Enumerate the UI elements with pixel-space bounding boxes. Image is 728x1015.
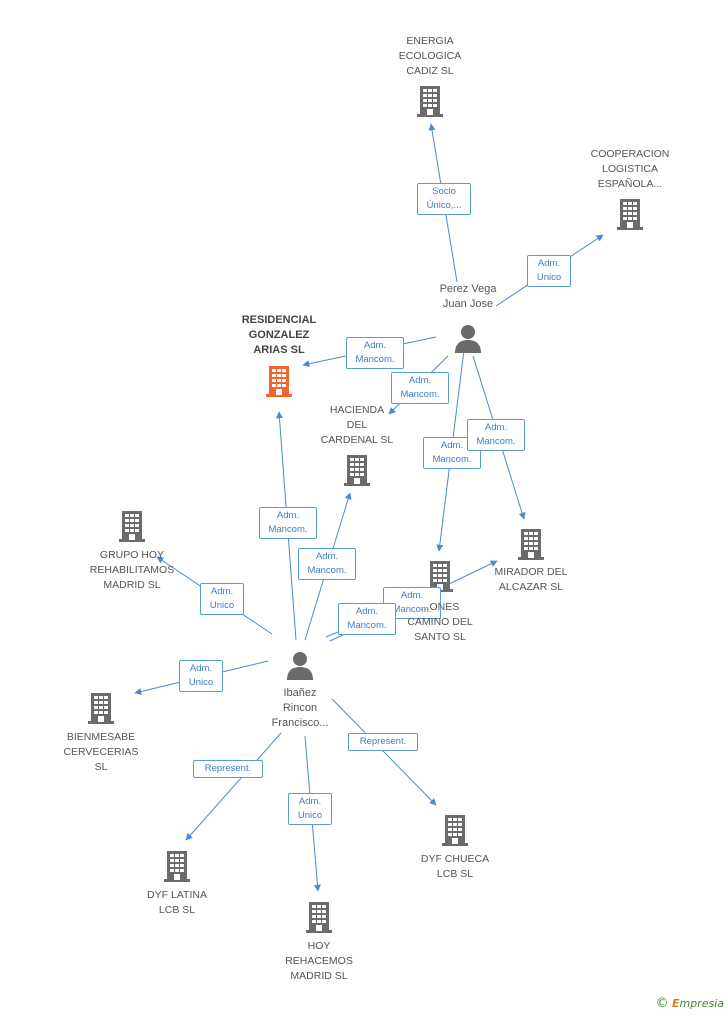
edge-label-e3[interactable]: Adm. Mancom.: [346, 337, 404, 369]
edge-label-e15[interactable]: Represent.: [348, 733, 418, 751]
edge-label-e11[interactable]: Adm. Mancom.: [338, 603, 396, 635]
edge-label-e14[interactable]: Adm. Unico: [288, 793, 332, 825]
building-icon[interactable]: [306, 902, 332, 933]
building-icon[interactable]: [442, 815, 468, 846]
company-label-camino[interactable]: ...ONES CAMINO DEL SANTO SL: [407, 601, 473, 643]
person-icon[interactable]: [455, 325, 481, 353]
building-icon[interactable]: [88, 693, 114, 724]
building-icon[interactable]: [344, 455, 370, 486]
building-icon[interactable]: [417, 86, 443, 117]
building-icon[interactable]: [119, 511, 145, 542]
edge-label-e2[interactable]: Adm. Unico: [527, 255, 571, 287]
building-icon[interactable]: [266, 366, 292, 397]
edge-label-e4[interactable]: Adm. Mancom.: [391, 372, 449, 404]
company-label-bienmesabe[interactable]: BIENMESABE CERVECERIAS SL: [63, 731, 139, 773]
edge-label-e5[interactable]: Adm. Mancom.: [423, 437, 481, 469]
person-label-perez[interactable]: Perez Vega Juan Jose: [439, 283, 497, 310]
building-icon[interactable]: [518, 529, 544, 560]
company-label-hacienda[interactable]: HACIENDA DEL CARDENAL SL: [320, 404, 394, 446]
edge-ibanez-dyflatina: [185, 732, 282, 841]
company-label-cooperacion[interactable]: COOPERACION LOGISTICA ESPAÑOLA...: [590, 148, 670, 190]
person-icon[interactable]: [287, 652, 313, 680]
edge-label-e1[interactable]: Socio Único,...: [417, 183, 471, 215]
empresia-logo: © Empresia: [655, 996, 724, 1011]
company-label-mirador[interactable]: MIRADOR DEL ALCAZAR SL: [494, 566, 568, 593]
edge-label-e7[interactable]: Adm. Mancom.: [259, 507, 317, 539]
building-icon[interactable]: [617, 199, 643, 230]
company-label-dyfchueca[interactable]: DYF CHUECA LCB SL: [420, 853, 490, 880]
edge-label-e8[interactable]: Adm. Mancom.: [298, 548, 356, 580]
company-label-energia[interactable]: ENERGIA ECOLOGICA CADIZ SL: [398, 35, 462, 77]
edge-ibanez-dyfchueca: [331, 698, 437, 806]
edge-label-e9[interactable]: Adm. Unico: [200, 583, 244, 615]
person-label-ibanez[interactable]: Ibañez Rincon Francisco...: [271, 687, 329, 729]
edge-label-e6[interactable]: Adm. Mancom.: [467, 419, 525, 451]
company-label-hoy[interactable]: HOY REHACEMOS MADRID SL: [285, 940, 353, 982]
company-label-dyflatina[interactable]: DYF LATINA LCB SL: [147, 889, 207, 916]
edge-label-e13[interactable]: Represent.: [193, 760, 263, 778]
company-label-grupo[interactable]: GRUPO HOY REHABILITAMOS MADRID SL: [89, 549, 175, 591]
edge-label-e12[interactable]: Adm. Unico: [179, 660, 223, 692]
building-icon[interactable]: [164, 851, 190, 882]
company-label-residencial[interactable]: RESIDENCIAL GONZALEZ ARIAS SL: [241, 314, 317, 356]
